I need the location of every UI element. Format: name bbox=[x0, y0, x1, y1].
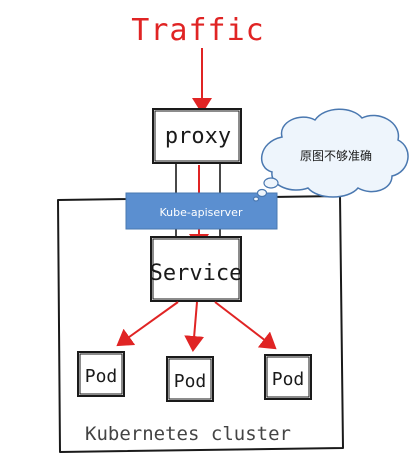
cluster-label: Kubernetes cluster bbox=[85, 423, 291, 445]
pod-1: Pod bbox=[77, 351, 125, 397]
callout-cloud: 原图不够准确 bbox=[252, 108, 409, 202]
service-node: Service bbox=[150, 236, 243, 302]
apiserver-label: Kube-apiserver bbox=[160, 206, 243, 219]
pod-2: Pod bbox=[166, 356, 214, 402]
service-label: Service bbox=[150, 261, 243, 286]
pod-3-label: Pod bbox=[272, 369, 305, 390]
traffic-label: Traffic bbox=[131, 13, 264, 48]
pod-1-label: Pod bbox=[85, 366, 118, 387]
proxy-label: proxy bbox=[165, 124, 231, 149]
pod-2-label: Pod bbox=[174, 371, 207, 392]
cluster-boundary bbox=[57, 195, 344, 453]
proxy-node: proxy bbox=[152, 108, 242, 164]
service-to-pods-arrows bbox=[116, 301, 277, 352]
callout-text: 原图不够准确 bbox=[300, 149, 372, 163]
pod-3: Pod bbox=[264, 354, 312, 400]
apiserver-banner: Kube-apiserver bbox=[125, 192, 278, 230]
